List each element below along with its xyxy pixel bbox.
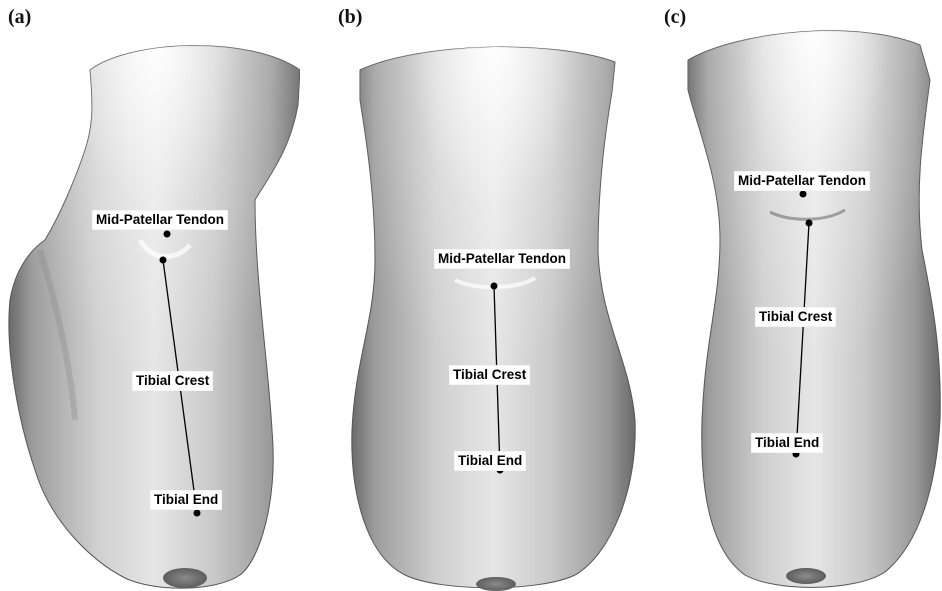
tibial-crest-start-marker-c bbox=[806, 220, 813, 227]
tibial-crest-label-c: Tibial Crest bbox=[755, 307, 836, 327]
tibial-end-label-b: Tibial End bbox=[454, 451, 526, 471]
panel-a: (a) Mid-Patellar Tendon Tibial Crest Tib… bbox=[0, 0, 300, 591]
tibial-end-label-c: Tibial End bbox=[751, 433, 823, 453]
panel-c: (c) Mid-Patellar Tendon Tibial Crest Tib… bbox=[660, 0, 942, 591]
limb-model-b bbox=[330, 0, 640, 591]
mid-patellar-tendon-label-c: Mid-Patellar Tendon bbox=[734, 171, 870, 191]
mid-patellar-tendon-marker-a bbox=[164, 231, 171, 238]
tibial-end-marker-a bbox=[194, 510, 201, 517]
mid-patellar-tendon-marker-c bbox=[800, 191, 807, 198]
tibial-crest-label-a: Tibial Crest bbox=[132, 371, 213, 391]
mid-patellar-tendon-label-b: Mid-Patellar Tendon bbox=[434, 249, 570, 269]
panel-b: (b) Mid-Patellar Tendon Tibial Crest Tib… bbox=[330, 0, 640, 591]
distal-end-cap-b bbox=[476, 577, 516, 591]
tibial-end-label-a: Tibial End bbox=[150, 490, 222, 510]
tibial-crest-label-b: Tibial Crest bbox=[449, 365, 530, 385]
limb-model-c bbox=[660, 0, 942, 591]
tibial-crest-start-marker-a bbox=[160, 257, 167, 264]
mid-patellar-tendon-marker-b bbox=[491, 283, 498, 290]
distal-end-cap-c bbox=[786, 568, 826, 584]
mid-patellar-tendon-label-a: Mid-Patellar Tendon bbox=[92, 210, 228, 230]
distal-end-cap-a bbox=[163, 568, 207, 588]
